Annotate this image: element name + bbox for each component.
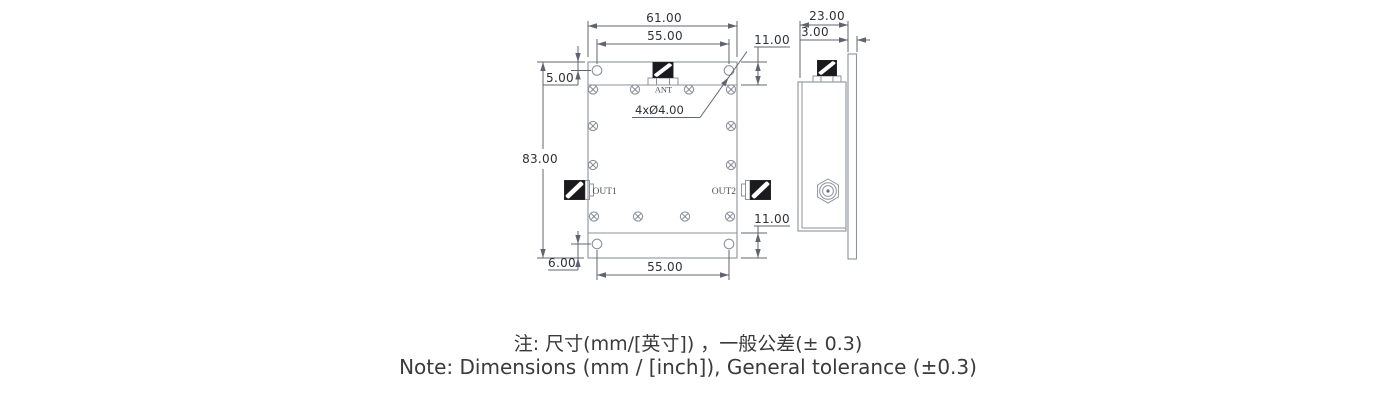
screw-icon [725,159,737,171]
drawing-notes: 注: 尺寸(mm/[英寸]) ，一般公差(± 0.3) Note: Dimens… [399,333,977,379]
front-plate-outline [587,61,738,259]
dim-top-hole-spacing: 55.00 [596,29,730,64]
side-view: 23.00 3.00 [797,9,870,260]
screw-icon [587,159,599,171]
screw-icon [588,211,600,222]
dim-overall-height-value: 83.00 [522,152,558,166]
out1-connector-icon [565,180,594,200]
ant-connector-icon [647,63,679,86]
hole-callout: 4xØ4.00 [632,51,748,118]
side-body-outline [797,81,847,232]
screw-icon [587,84,599,95]
dim-bottom-hole-spacing: 55.00 [596,250,730,280]
side-ant-connector-icon [812,61,842,83]
mounting-hole-top-left [591,65,603,76]
screw-icon [629,84,641,95]
note-line-en: Note: Dimensions (mm / [inch]), General … [399,355,977,379]
hole-callout-label: 4xØ4.00 [635,103,684,117]
dim-bottom-flange-height-value: 11.00 [754,212,790,226]
screw-icon [679,211,691,222]
screw-icon [632,211,644,222]
dim-plate-thickness: 3.00 [800,25,870,52]
dim-bottom-flange-height: 11.00 [741,212,790,259]
note-line-zh: 注: 尺寸(mm/[英寸]) ，一般公差(± 0.3) [514,333,863,355]
screw-icon [683,84,695,95]
screw-icon [587,120,599,132]
dim-top-flange-height-value: 11.00 [754,33,790,47]
dim-depth-value: 23.00 [809,9,845,23]
front-view: ANT OUT1 OUT2 4xØ4.00 6 [522,11,790,280]
dim-depth: 23.00 [799,9,849,78]
dim-bottom-hole-spacing-value: 55.00 [647,260,683,274]
out2-connector-icon [741,180,771,200]
dim-top-flange-height: 11.00 [741,33,790,86]
screw-icon [725,84,737,95]
dim-outer-width: 61.00 [587,11,738,57]
mounting-hole-top-right [723,65,735,76]
dim-overall-height: 83.00 [522,61,584,259]
dim-bottom-hole-offset: 6.00 [548,231,591,271]
dim-top-hole-spacing-value: 55.00 [647,29,683,43]
dim-top-hole-offset-value: 5.00 [546,71,574,85]
screw-icon [725,120,737,132]
out2-label: OUT2 [712,187,737,197]
dim-bottom-hole-offset-value: 6.00 [548,256,576,270]
screw-icon [724,211,736,222]
sma-connector-icon [817,178,839,204]
dim-outer-width-value: 61.00 [646,11,682,25]
out1-label: OUT1 [593,187,618,197]
dim-top-hole-offset: 5.00 [543,46,591,86]
dim-plate-thickness-value: 3.00 [801,25,829,39]
ant-label: ANT [655,85,673,95]
side-mounting-plate [847,53,858,260]
mounting-hole-bottom-right [723,238,735,250]
mounting-hole-bottom-left [591,238,603,250]
